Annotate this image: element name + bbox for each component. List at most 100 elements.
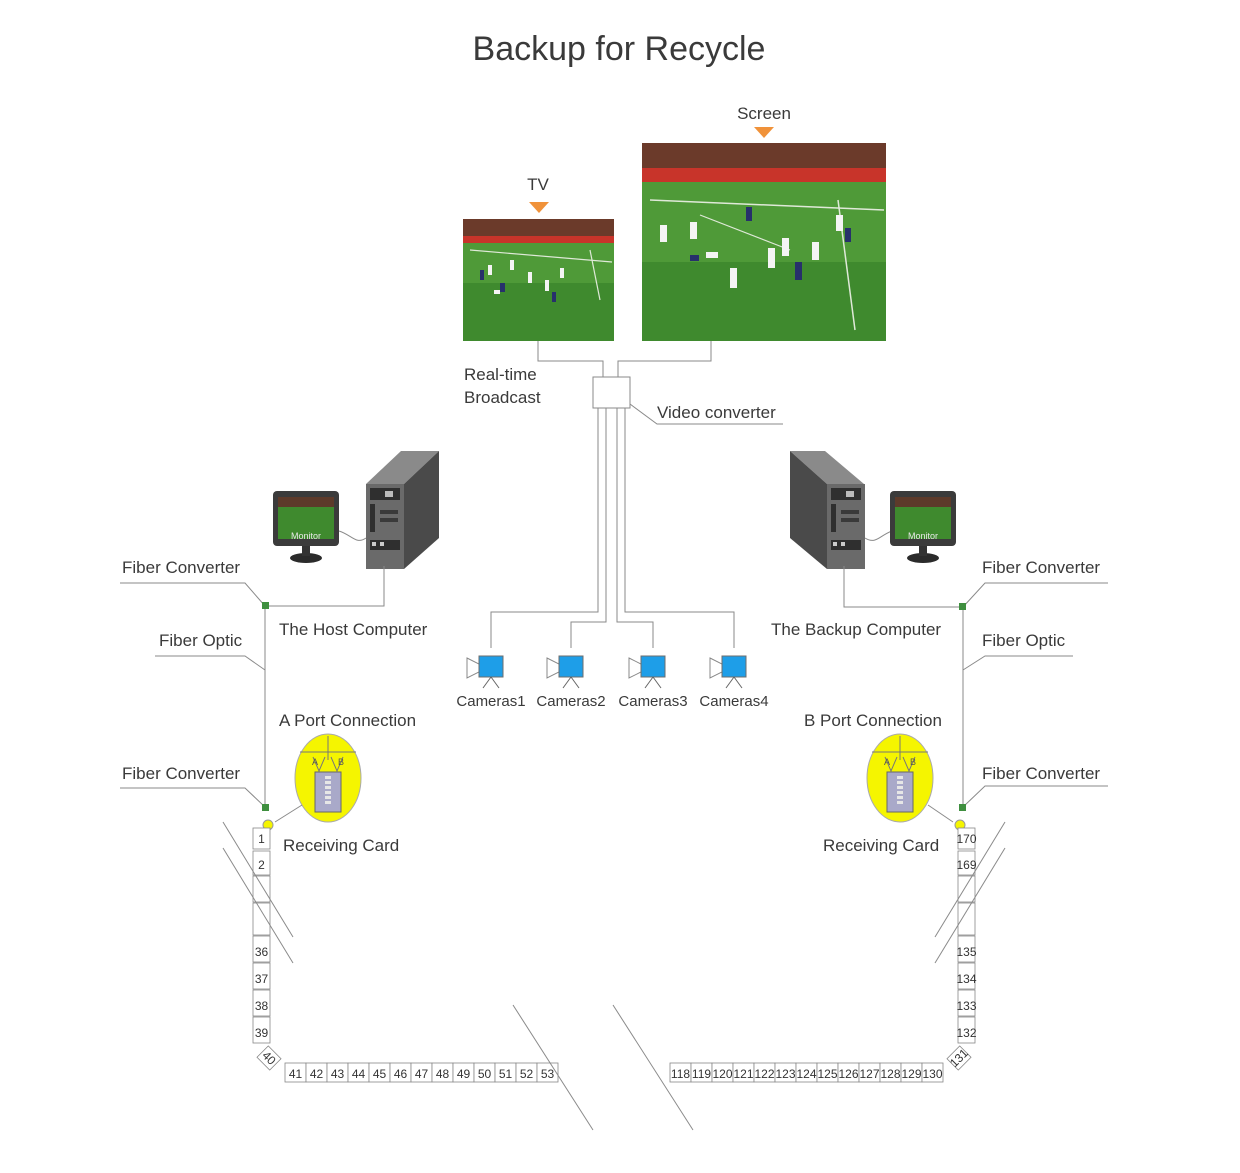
screen-pointer-icon [754,127,774,138]
right-bottom-cell: 119 [690,1062,713,1083]
left-cell-label: 39 [255,1026,269,1040]
left-bottom-cell: 44 [347,1062,370,1083]
camera-1-icon [466,655,504,689]
receiving-card-a-label: Receiving Card [283,836,399,855]
right-bottom-cell: 122 [753,1062,776,1083]
left-bottom-cell-label: 49 [457,1067,471,1081]
port-a-label-b: A [884,757,890,767]
left-bottom-cell-label: 42 [310,1067,324,1081]
camera-4-icon [709,655,747,689]
video-converter-label: Video converter [657,403,776,422]
left-bottom-cell-label: 43 [331,1067,345,1081]
left-bottom-cell-label: 46 [394,1067,408,1081]
port-b-label: B [338,757,344,767]
right-bottom-cell-label: 122 [754,1067,774,1081]
left-bottom-cell: 47 [410,1062,433,1083]
right-corner-label: 131 [947,1046,971,1070]
right-cell [957,902,976,936]
backup-monitor-icon: Monitor [890,491,956,563]
left-cell: 38 [252,989,271,1017]
left-corner-cell: 40 [256,1045,282,1071]
left-cell-label: 36 [255,945,269,959]
left-cell-label: 38 [255,999,269,1013]
right-bottom-cell-label: 126 [838,1067,858,1081]
right-cell: 135 [956,935,977,963]
right-cell: 133 [956,989,977,1017]
camera-3-icon [628,655,666,689]
right-cell-label: 132 [956,1026,976,1040]
right-corner-cell: 131 [946,1045,972,1071]
tv-pointer-icon [529,202,549,213]
fiber-converter-top-right [959,603,966,610]
right-bottom-cell: 127 [858,1062,881,1083]
receiving-card-a-icon: A B [294,733,362,823]
right-bottom-cell-label: 124 [796,1067,816,1081]
left-bottom-cell-label: 50 [478,1067,492,1081]
left-bottom-cell-label: 48 [436,1067,450,1081]
left-bottom-cell-label: 53 [541,1067,555,1081]
right-bottom-cell: 129 [900,1062,923,1083]
right-cell: 169 [956,850,977,876]
host-monitor-icon: Monitor [273,491,339,563]
fiber-converter-bottom-left [262,804,269,811]
left-bottom-cell: 42 [305,1062,328,1083]
right-cell-label: 135 [956,945,976,959]
screen-label: Screen [737,104,791,123]
camera-4-label: Cameras4 [699,693,768,710]
right-bottom-cell-label: 118 [671,1067,690,1081]
tv-label: TV [527,175,549,194]
left-cell: 1 [252,827,271,850]
right-bottom-cell: 130 [921,1062,944,1083]
right-bottom-cell-label: 130 [922,1067,942,1081]
camera-2-icon [546,655,584,689]
screen-image [642,143,886,341]
left-bottom-cell: 46 [389,1062,412,1083]
right-cell [957,875,976,903]
fiber-optic-label-left: Fiber Optic [159,631,243,650]
right-cell-label: 133 [956,999,976,1013]
right-bottom-cell-label: 123 [775,1067,795,1081]
left-cell: 36 [252,935,271,963]
left-bottom-cell: 53 [536,1062,559,1083]
left-bottom-cell: 49 [452,1062,475,1083]
left-bottom-cell-label: 44 [352,1067,366,1081]
left-corner-label: 40 [259,1048,279,1068]
left-cell: 39 [252,1016,271,1044]
left-cell: 2 [252,850,271,876]
right-cell: 134 [956,962,977,990]
fiber-converter-label-bottom-left: Fiber Converter [122,764,240,783]
diagram-title: Backup for Recycle [473,30,766,68]
right-bottom-cell: 120 [711,1062,734,1083]
fiber-converter-label-bottom-right: Fiber Converter [982,764,1100,783]
right-cell-label: 170 [956,832,976,846]
backup-computer-tower-icon [790,451,865,569]
right-bottom-cell: 118 [669,1062,692,1083]
fiber-converter-top-left [262,602,269,609]
right-bottom-cell: 124 [795,1062,818,1083]
left-cell [252,875,271,903]
host-computer-tower-icon [366,451,439,569]
right-bottom-cell-label: 128 [880,1067,900,1081]
fiber-converter-label-top-left: Fiber Converter [122,558,240,577]
port-b-label-b: B [910,757,916,767]
left-cell [252,902,271,936]
right-bottom-cell-label: 129 [901,1067,921,1081]
left-bottom-cell: 41 [284,1062,307,1083]
receiving-card-b-icon: A B [866,733,934,823]
a-port-connection-label: A Port Connection [279,711,416,730]
right-bottom-cell: 121 [732,1062,755,1083]
b-port-connection-label: B Port Connection [804,711,942,730]
left-bottom-cell: 43 [326,1062,349,1083]
right-cell-label: 169 [956,858,976,872]
right-cell-label: 134 [956,972,976,986]
left-bottom-cell: 52 [515,1062,538,1083]
left-cell-label: 37 [255,972,269,986]
right-bottom-cell-label: 119 [692,1067,711,1081]
realtime-broadcast-label-line1: Real-time [464,365,537,384]
right-bottom-cell: 125 [816,1062,839,1083]
camera-3-label: Cameras3 [618,693,687,710]
tv-image [463,219,614,341]
fiber-optic-label-right: Fiber Optic [982,631,1066,650]
video-converter-box [592,376,631,409]
host-computer-label: The Host Computer [279,620,428,639]
